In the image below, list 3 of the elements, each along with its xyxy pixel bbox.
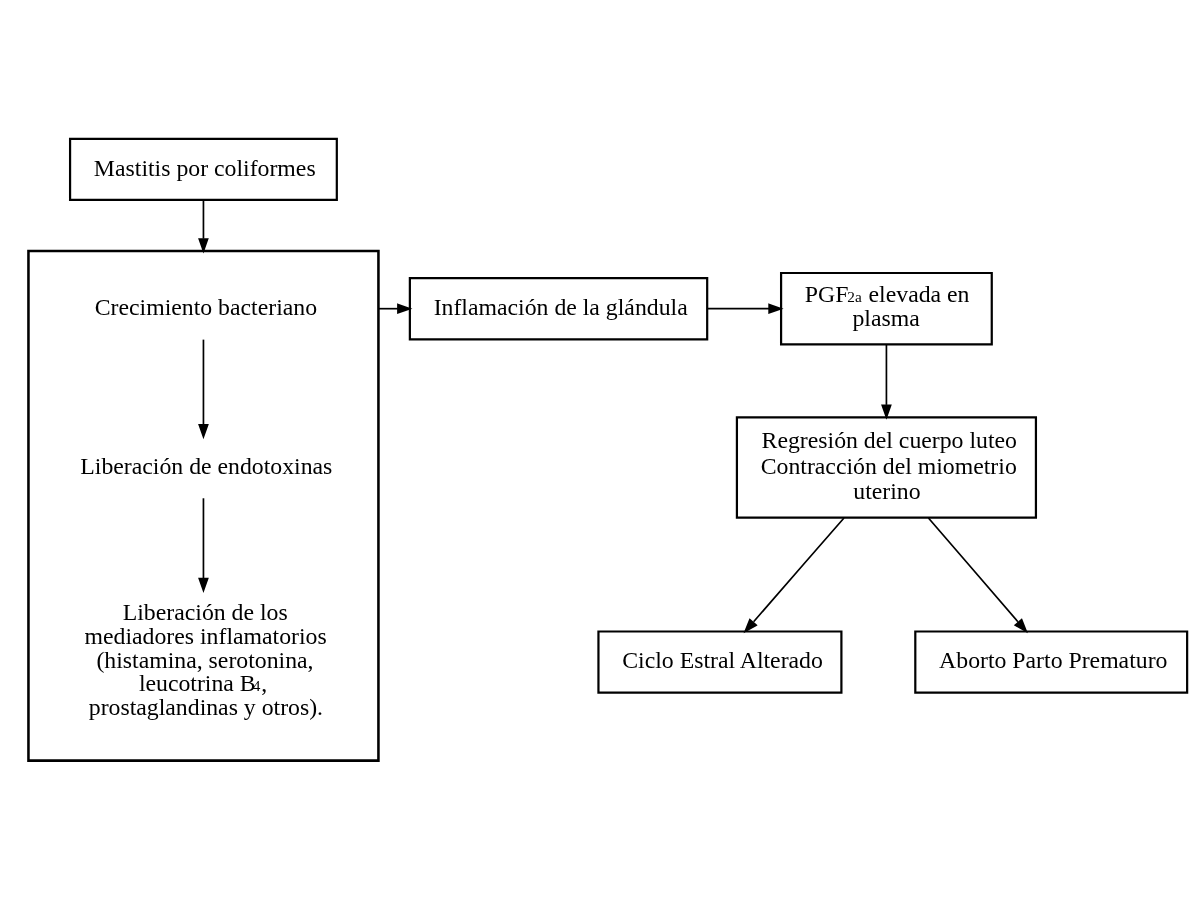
- node-text: Crecimiento bacteriano: [94, 293, 318, 320]
- node-text: Liberación de los mediadores inflamatorios (histamina, serotonina, leucotrina B4, prostaglandinas y otros).: [84, 598, 327, 720]
- node-text: Liberación de endotoxinas: [80, 452, 333, 479]
